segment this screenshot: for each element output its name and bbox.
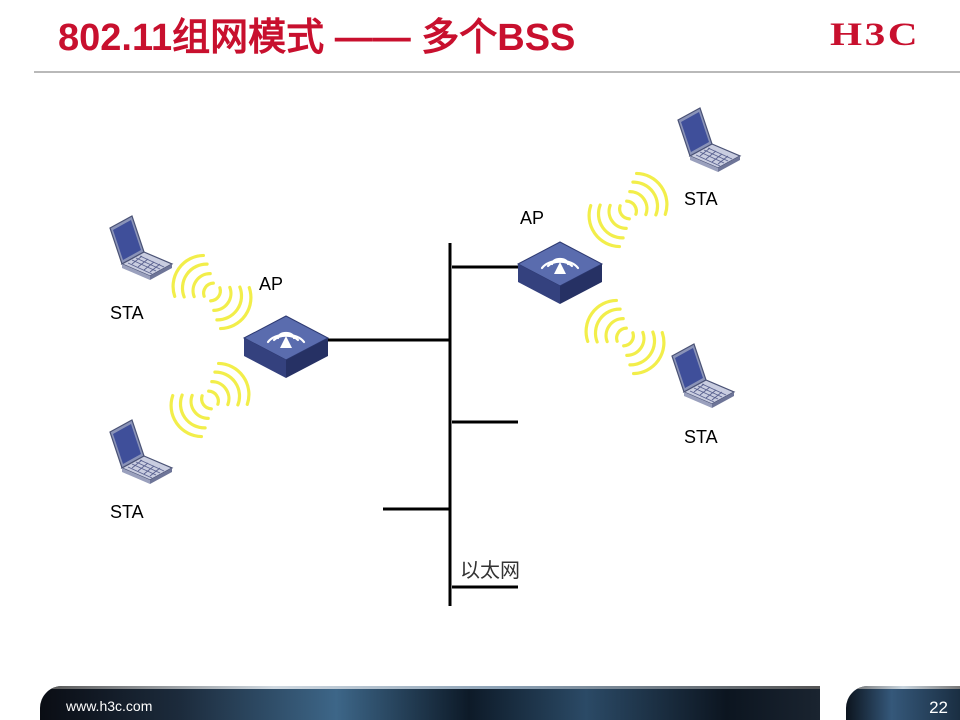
laptop-bottom-left-icon	[109, 419, 173, 485]
sta-bottom-right-label: STA	[684, 427, 718, 447]
sta-top-left-label: STA	[110, 303, 144, 323]
ethernet-bus	[328, 243, 520, 606]
footer-url: www.h3c.com	[66, 698, 153, 714]
h3c-logo: H3C	[830, 17, 920, 53]
wifi-signal-waves-icon	[160, 164, 678, 446]
title-divider	[34, 71, 960, 73]
laptop-top-left-icon	[109, 215, 173, 281]
laptop-top-right-icon	[677, 107, 741, 173]
access-point-right-icon	[516, 240, 604, 306]
footer-bar: www.h3c.com	[40, 686, 820, 720]
page-number: 22	[929, 698, 948, 717]
ap-right-label: AP	[520, 208, 545, 228]
ethernet-label: 以太网	[460, 558, 520, 582]
laptop-bottom-right-icon	[671, 343, 735, 409]
sta-top-right-label: STA	[684, 189, 718, 209]
sta-bottom-left-label: STA	[110, 502, 144, 522]
access-point-left-icon	[242, 314, 330, 380]
footer-page-box: 22	[846, 686, 960, 720]
ap-left-label: AP	[259, 274, 284, 294]
slide-title: 802.11组网模式 —— 多个BSS	[58, 17, 576, 59]
